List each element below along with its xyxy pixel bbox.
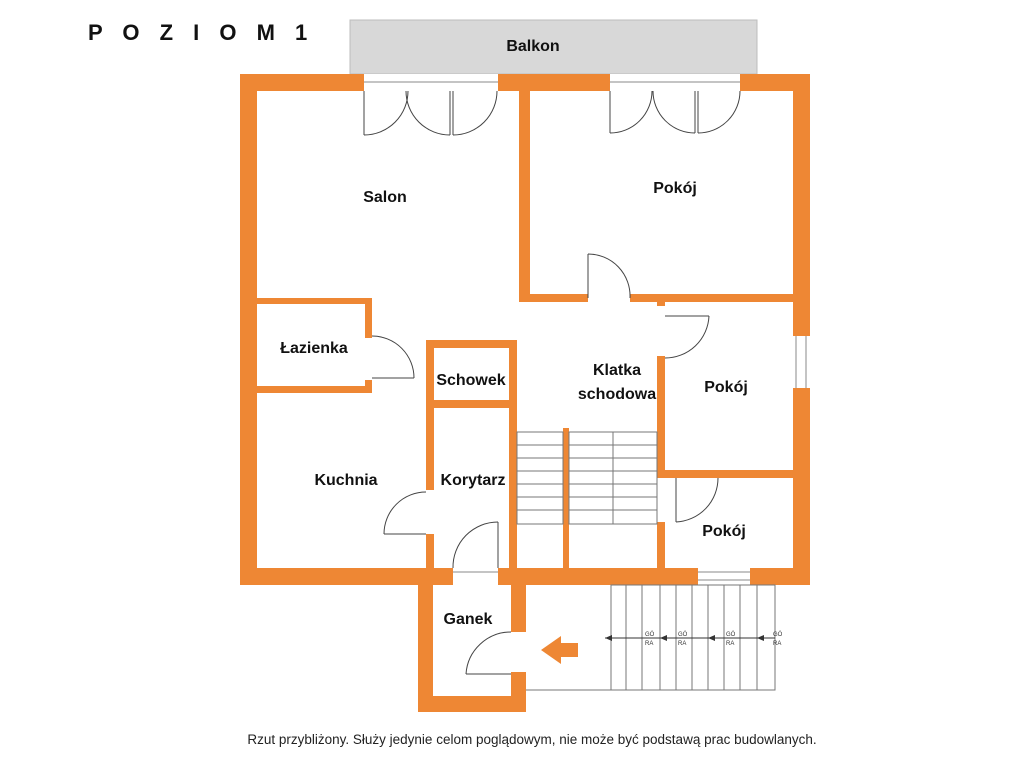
stair-label: GÓ bbox=[726, 631, 736, 638]
corridor-label: Korytarz bbox=[441, 472, 506, 489]
walls bbox=[240, 74, 810, 712]
openings bbox=[364, 74, 810, 585]
stair-arrowheads bbox=[605, 635, 764, 641]
stair-label: GÓ bbox=[773, 631, 783, 638]
stair-label: GÓ bbox=[645, 631, 655, 638]
stair-label: RA bbox=[773, 641, 781, 647]
stair-label: RA bbox=[678, 641, 686, 647]
kitchen-label: Kuchnia bbox=[314, 472, 377, 489]
staircase-label-line1: Klatka bbox=[593, 362, 641, 379]
stair-label: RA bbox=[645, 641, 653, 647]
window-lines bbox=[364, 81, 807, 581]
balcony-area bbox=[349, 19, 758, 75]
room-middle-right-label: Pokój bbox=[704, 379, 748, 396]
page-title: P O Z I O M 1 bbox=[88, 20, 315, 45]
staircase-label-line2: schodowa bbox=[578, 386, 656, 403]
porch-label: Ganek bbox=[444, 611, 493, 628]
balcony-label: Balkon bbox=[506, 38, 559, 55]
outdoor-stairs bbox=[526, 584, 776, 691]
doors bbox=[363, 90, 741, 675]
room-top-right-label: Pokój bbox=[653, 180, 697, 197]
room-bottom-right-label: Pokój bbox=[702, 523, 746, 540]
entrance-arrow-icon bbox=[541, 636, 578, 664]
inner-stairs bbox=[516, 431, 658, 525]
disclaimer-footnote: Rzut przybliżony. Służy jedynie celom po… bbox=[247, 732, 817, 747]
bathroom-label: Łazienka bbox=[280, 340, 348, 357]
stair-label: RA bbox=[726, 641, 734, 647]
stair-label: GÓ bbox=[678, 631, 688, 638]
stair-up-labels: GÓ RA GÓ RA GÓ RA GÓ RA bbox=[645, 631, 783, 647]
living-room-label: Salon bbox=[363, 189, 407, 206]
storage-label: Schowek bbox=[436, 372, 505, 389]
